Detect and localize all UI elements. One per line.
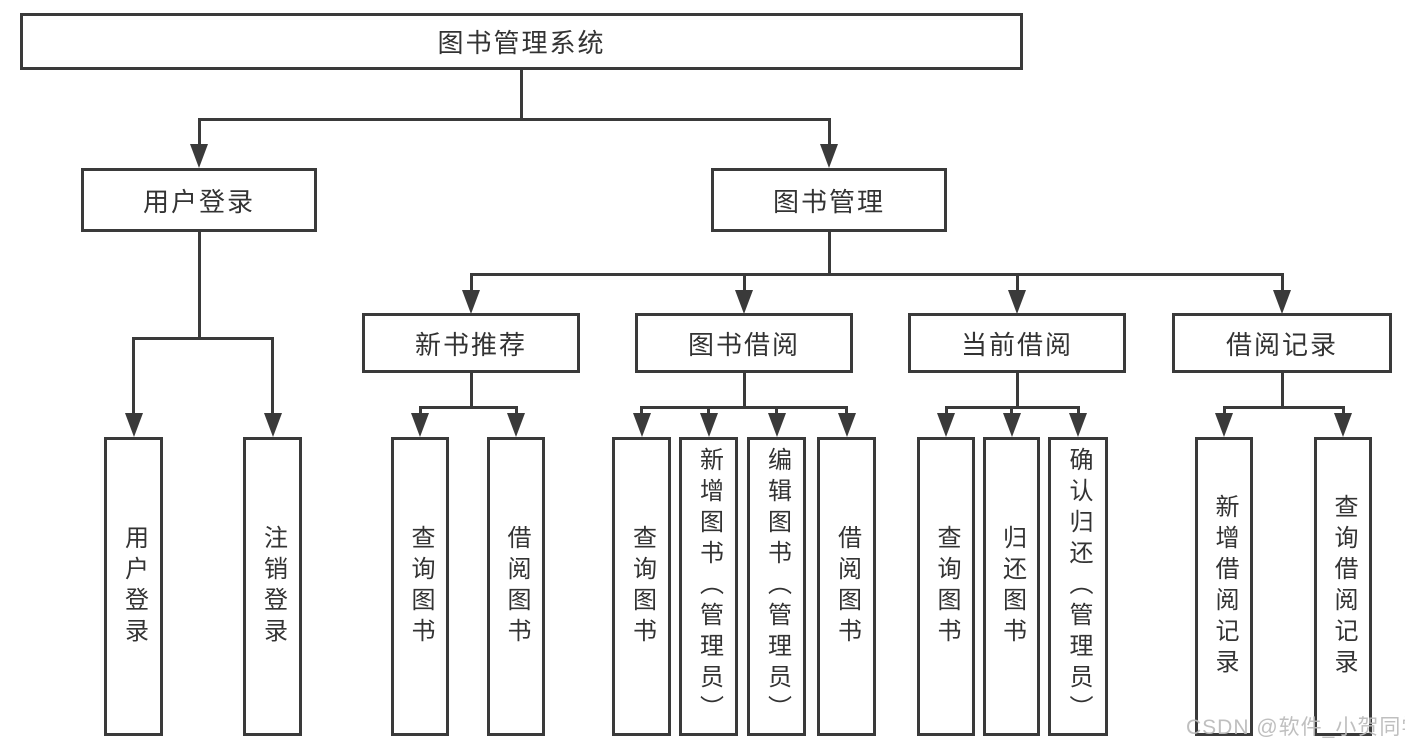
- leaf-borrow-books: 借阅图书: [817, 437, 876, 736]
- csdn-watermark: CSDN @软件_小贺同学: [1186, 716, 1405, 739]
- node-label: 图书管理系统: [437, 28, 606, 58]
- connector-line: [197, 232, 201, 340]
- arrowhead-icon: [735, 290, 753, 314]
- connector-line: [469, 273, 473, 292]
- leaf-return-book: 归还图书: [983, 437, 1040, 736]
- node-label: 用户登录: [120, 524, 148, 649]
- arrowhead-icon: [1069, 413, 1087, 437]
- node-current-borrowing: 当前借阅: [908, 313, 1126, 373]
- node-label: 查询借阅记录: [1330, 493, 1357, 680]
- arrowhead-icon: [411, 413, 429, 437]
- node-book-borrowing: 图书借阅: [635, 313, 853, 373]
- connector-line: [845, 406, 848, 415]
- node-label: 编辑图书（管理员）: [763, 447, 791, 726]
- node-book-management: 图书管理: [711, 168, 947, 232]
- connector-line: [1280, 372, 1284, 408]
- arrowhead-icon: [1002, 413, 1021, 437]
- connector-line: [775, 406, 778, 415]
- arrowhead-icon: [1008, 290, 1026, 314]
- node-label: 图书管理: [772, 186, 885, 217]
- leaf-add-book-admin: 新增图书（管理员）: [679, 437, 738, 736]
- connector-line: [1010, 406, 1013, 415]
- node-label: 注销登录: [259, 524, 287, 649]
- connector-line: [1222, 406, 1226, 415]
- connector-line: [1015, 273, 1019, 292]
- arrowhead-icon: [632, 413, 651, 437]
- node-label: 新书推荐: [414, 329, 527, 360]
- connector-line: [707, 406, 710, 415]
- node-user-login: 用户登录: [81, 168, 317, 232]
- connector-line: [742, 372, 746, 408]
- node-new-book-recommendation: 新书推荐: [362, 313, 580, 373]
- node-label: 查询图书: [628, 524, 656, 649]
- node-label: 确认归还（管理员）: [1065, 447, 1092, 726]
- arrowhead-icon: [190, 144, 208, 168]
- connector-line: [198, 118, 831, 121]
- arrowhead-icon: [1273, 290, 1291, 314]
- node-label: 查询图书: [407, 524, 434, 649]
- connector-line: [1341, 406, 1345, 415]
- leaf-user-login: 用户登录: [104, 437, 163, 736]
- arrowhead-icon: [1215, 413, 1233, 437]
- leaf-borrow-books-recommend: 借阅图书: [487, 437, 545, 736]
- arrowhead-icon: [937, 413, 955, 437]
- node-label: 借阅图书: [833, 524, 861, 649]
- connector-line: [827, 118, 831, 146]
- node-label: 归还图书: [998, 524, 1026, 649]
- arrowhead-icon: [837, 413, 856, 437]
- leaf-edit-book-admin: 编辑图书（管理员）: [747, 437, 806, 736]
- connector-line: [271, 337, 274, 415]
- node-label: 用户登录: [142, 186, 255, 217]
- connector-line: [197, 118, 201, 146]
- connector-line: [640, 406, 643, 415]
- connector-line: [418, 406, 422, 415]
- arrowhead-icon: [820, 144, 838, 168]
- connector-line: [1280, 273, 1284, 292]
- connector-line: [827, 232, 831, 276]
- node-label: 借阅图书: [503, 524, 530, 649]
- connector-line: [1076, 406, 1080, 415]
- connector-line: [514, 406, 518, 415]
- connector-line: [1222, 406, 1345, 409]
- connector-line: [944, 406, 948, 415]
- arrowhead-icon: [507, 413, 525, 437]
- node-label: 新增借阅记录: [1211, 493, 1238, 680]
- leaf-logout: 注销登录: [243, 437, 302, 736]
- arrowhead-icon: [699, 413, 718, 437]
- connector-line: [418, 406, 518, 409]
- leaf-query-books-recommend: 查询图书: [391, 437, 449, 736]
- leaf-query-borrow-record: 查询借阅记录: [1314, 437, 1372, 736]
- connector-line: [132, 337, 274, 340]
- leaf-query-books-current: 查询图书: [917, 437, 975, 736]
- node-borrowing-records: 借阅记录: [1172, 313, 1392, 373]
- leaf-query-books-borrow: 查询图书: [612, 437, 671, 736]
- connector-line: [742, 273, 746, 292]
- connector-line: [470, 273, 1284, 276]
- node-label: 当前借阅: [960, 329, 1073, 360]
- connector-line: [640, 406, 848, 409]
- arrowhead-icon: [263, 413, 282, 437]
- connector-line: [520, 69, 523, 119]
- leaf-confirm-return-admin: 确认归还（管理员）: [1048, 437, 1108, 736]
- connector-line: [1015, 372, 1019, 408]
- arrowhead-icon: [1334, 413, 1352, 437]
- leaf-add-borrow-record: 新增借阅记录: [1195, 437, 1253, 736]
- arrowhead-icon: [462, 290, 480, 314]
- arrowhead-icon: [767, 413, 786, 437]
- node-label: 新增图书（管理员）: [695, 447, 723, 726]
- connector-line: [469, 372, 473, 408]
- node-label: 图书借阅: [687, 329, 800, 360]
- arrowhead-icon: [124, 413, 143, 437]
- node-label: 借阅记录: [1225, 329, 1338, 360]
- connector-line: [132, 337, 135, 415]
- node-library-management-system: 图书管理系统: [20, 13, 1023, 70]
- node-label: 查询图书: [933, 524, 960, 649]
